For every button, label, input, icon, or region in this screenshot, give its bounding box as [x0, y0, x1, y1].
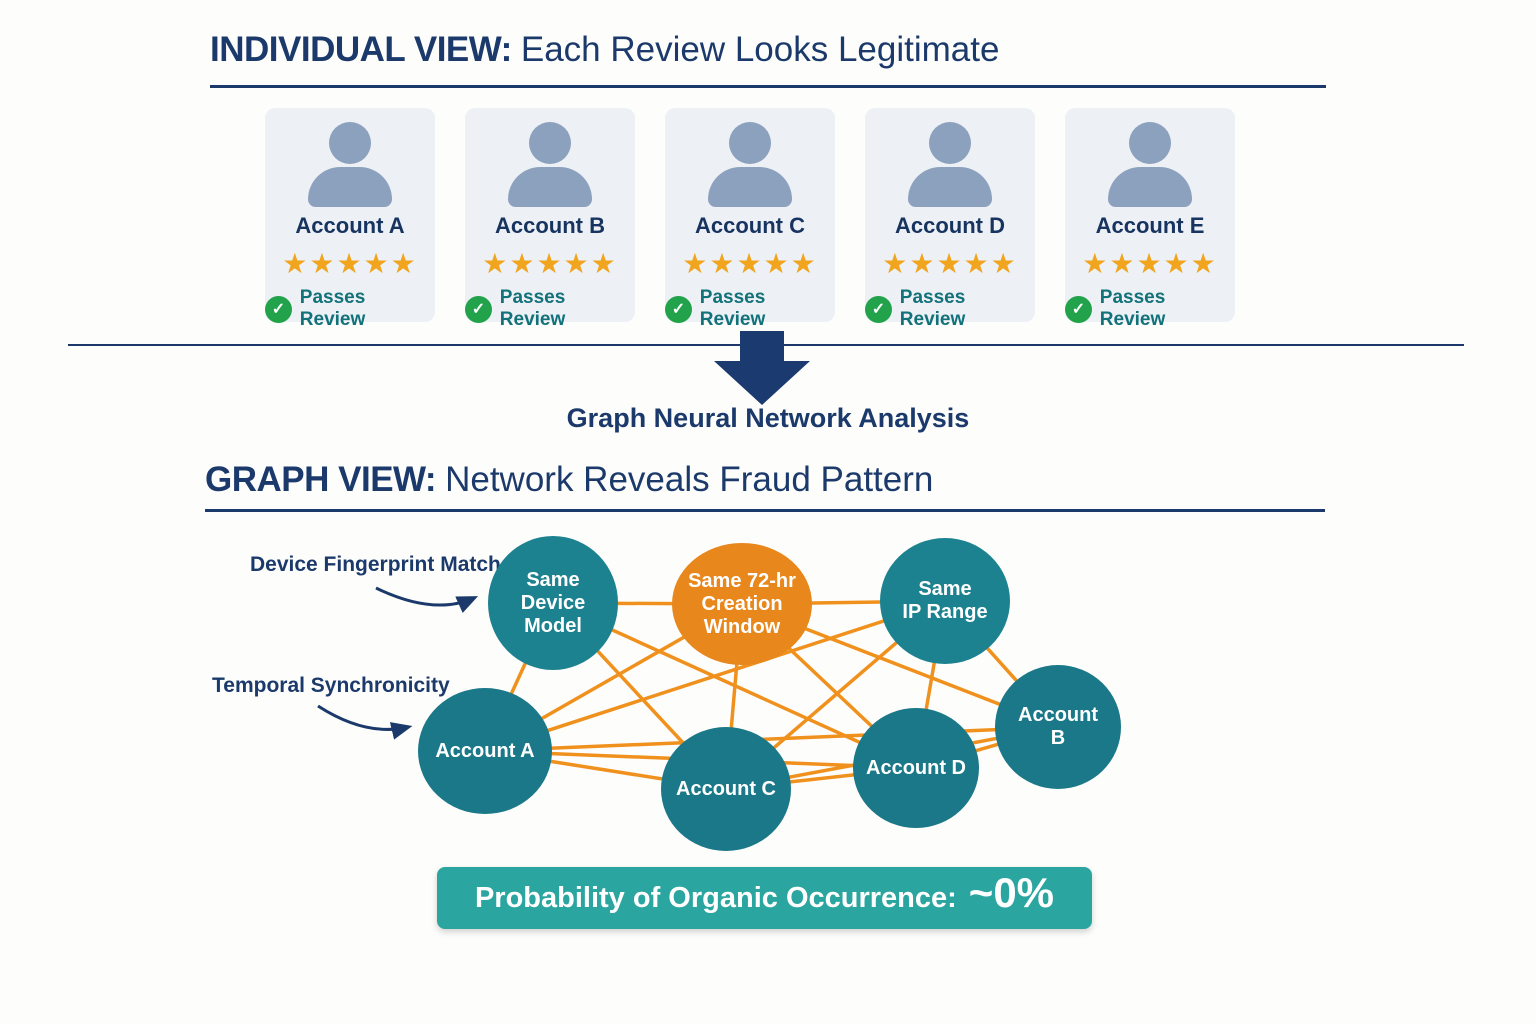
status-text: Passes Review [1099, 287, 1166, 330]
user-head [329, 122, 371, 164]
star-rating-icon: ★★★★★ [1082, 248, 1218, 279]
account-name: Account C [695, 213, 805, 238]
graph-edge [484, 749, 917, 770]
status-text: Passes Review [499, 287, 566, 330]
title-underline [205, 509, 1325, 512]
user-icon [1108, 122, 1192, 207]
user-head [1129, 122, 1171, 164]
star-rating-icon: ★★★★★ [882, 248, 1018, 279]
banner-label: Probability of Organic Occurrence: [474, 882, 957, 914]
graph-edge [552, 601, 743, 606]
graph-edge [943, 599, 1060, 729]
account-card-b: Account B ★★★★★ ✓ Passes Review [465, 108, 635, 330]
banner-value: ~0% [968, 869, 1055, 916]
graph-edge [484, 749, 727, 791]
down-arrow-icon [714, 331, 810, 405]
graph-edge [725, 725, 1059, 791]
graph-edge [484, 602, 743, 753]
graph-edge [724, 603, 744, 790]
user-shoulders [508, 167, 592, 207]
user-head [729, 122, 771, 164]
account-name: Account D [895, 213, 1005, 238]
check-icon: ✓ [1065, 295, 1092, 323]
account-card-c: Account C ★★★★★ ✓ Passes Review [665, 108, 835, 330]
check-icon: ✓ [265, 295, 292, 323]
title-rest: Each Review Looks Legitimate [520, 30, 1000, 69]
user-head [929, 122, 971, 164]
graph-node-account-c: Account C [661, 727, 791, 851]
graph-edge [551, 601, 728, 791]
account-card-a: Account A ★★★★★ ✓ Passes Review [265, 108, 435, 330]
star-rating-icon: ★★★★★ [482, 248, 618, 279]
account-card-d: Account D ★★★★★ ✓ Passes Review [865, 108, 1035, 330]
user-icon [508, 122, 592, 207]
user-icon [708, 122, 792, 207]
title-rest: Network Reveals Fraud Pattern [445, 460, 934, 499]
status-badge: ✓ Passes Review [265, 287, 435, 331]
check-icon: ✓ [465, 295, 492, 323]
graph-edge [914, 600, 947, 769]
graph-node-account-a: Account A [418, 688, 552, 814]
account-name: Account A [295, 213, 405, 238]
check-icon: ✓ [865, 295, 892, 323]
graph-edge [552, 601, 917, 770]
graph-edge [741, 599, 946, 606]
status-badge: ✓ Passes Review [465, 287, 635, 331]
user-shoulders [708, 167, 792, 207]
user-icon [308, 122, 392, 207]
status-badge: ✓ Passes Review [665, 287, 835, 331]
graph-edge [724, 599, 947, 791]
graph-node-account-d: Account D [853, 708, 979, 828]
graph-edge [725, 766, 917, 791]
graph-edge [741, 602, 1059, 729]
graph-edge [483, 602, 555, 752]
probability-banner: Probability of Organic Occurrence: ~0% [437, 867, 1092, 929]
transition-label: Graph Neural Network Analysis [566, 403, 970, 433]
title-strong: INDIVIDUAL VIEW: [210, 30, 512, 69]
status-badge: ✓ Passes Review [1065, 287, 1235, 331]
graph-edge [915, 725, 1059, 770]
graph-edge [484, 599, 946, 753]
account-card-e: Account E ★★★★★ ✓ Passes Review [1065, 108, 1235, 330]
user-icon [908, 122, 992, 207]
status-text: Passes Review [299, 287, 366, 330]
star-rating-icon: ★★★★★ [682, 248, 818, 279]
title-underline [210, 85, 1326, 88]
check-icon: ✓ [665, 295, 692, 323]
account-name: Account E [1095, 213, 1205, 238]
account-card-row: Account A ★★★★★ ✓ Passes Review Account … [265, 108, 1235, 330]
user-shoulders [308, 167, 392, 207]
account-name: Account B [495, 213, 605, 238]
user-head [529, 122, 571, 164]
graph-edge [740, 602, 918, 770]
individual-view-title: INDIVIDUAL VIEW:Each Review Looks Legiti… [210, 30, 999, 70]
curved-arrow-icon [375, 586, 479, 613]
user-shoulders [908, 167, 992, 207]
annotation-device-fingerprint-match: Device Fingerprint Match [250, 553, 501, 576]
user-shoulders [1108, 167, 1192, 207]
status-text: Passes Review [899, 287, 966, 330]
annotation-temporal-synchronicity: Temporal Synchronicity [212, 674, 450, 697]
status-text: Passes Review [699, 287, 766, 330]
graph-view-title: GRAPH VIEW:Network Reveals Fraud Pattern [205, 460, 933, 500]
title-strong: GRAPH VIEW: [205, 460, 437, 499]
curved-arrow-icon [317, 704, 413, 740]
graph-edge [484, 725, 1059, 753]
status-badge: ✓ Passes Review [865, 287, 1035, 331]
star-rating-icon: ★★★★★ [282, 248, 418, 279]
